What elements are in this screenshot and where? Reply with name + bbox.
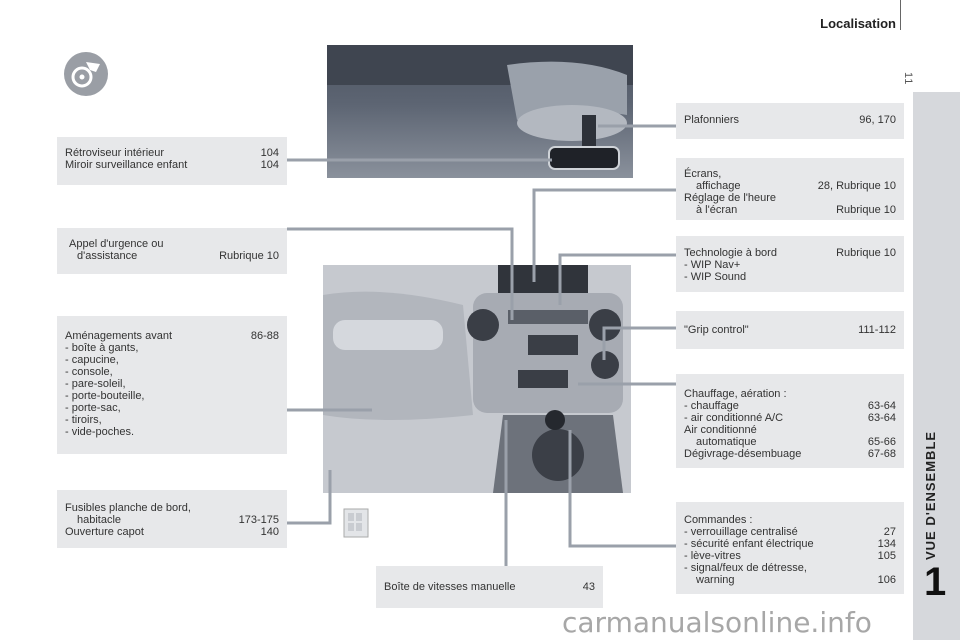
- front-fittings-page: 86-88: [250, 330, 279, 342]
- fuses-row: habitacle 173-175: [65, 514, 279, 526]
- emergency-page: Rubrique 10: [219, 250, 279, 262]
- ceiling-row: Plafonniers 96, 170: [684, 114, 896, 126]
- child-mirror-page: 104: [260, 159, 279, 171]
- list-item: - WIP Nav+: [684, 259, 741, 271]
- emergency-label: d'assistance: [77, 250, 138, 262]
- locking-page: 27: [883, 526, 896, 538]
- ac-page: 63-64: [867, 412, 896, 424]
- fuses-line: Fusibles planche de bord,: [65, 502, 191, 514]
- emergency-line: Appel d'urgence ou: [69, 238, 164, 250]
- locking-row: - verrouillage centralisé 27: [684, 526, 896, 538]
- ceiling-label: Plafonniers: [684, 114, 740, 126]
- heating-label: - chauffage: [684, 400, 739, 412]
- list-item: - vide-poches.: [65, 426, 135, 438]
- header-divider: [900, 0, 901, 30]
- controls-title: Commandes :: [684, 514, 753, 526]
- fuse-box-picture: [343, 508, 369, 538]
- onboard-tech-box: Technologie à bord Rubrique 10 - WIP Nav+…: [676, 236, 904, 292]
- front-fittings-title: Aménagements avant: [65, 330, 173, 342]
- child-lock-label: - sécurité enfant électrique: [684, 538, 814, 550]
- locking-label: - verrouillage centralisé: [684, 526, 798, 538]
- heating-row: - chauffage 63-64: [684, 400, 896, 412]
- list-item: - porte-bouteille,: [65, 390, 145, 402]
- child-mirror-row: Miroir surveillance enfant 104: [65, 159, 279, 171]
- gearbox-page: 43: [582, 581, 595, 593]
- windows-page: 105: [877, 550, 896, 562]
- mirror-label: Rétroviseur intérieur: [65, 147, 165, 159]
- fuses-label: habitacle: [77, 514, 122, 526]
- interior-mirror-photo: [327, 45, 633, 178]
- auto-ac-page: 65-66: [867, 436, 896, 448]
- front-fittings-title-row: Aménagements avant 86-88: [65, 330, 279, 342]
- grip-label: "Grip control": [684, 324, 749, 336]
- demist-label: Dégivrage-désembuage: [684, 448, 802, 460]
- display-page: 28, Rubrique 10: [817, 180, 896, 192]
- fuses-page: 173-175: [238, 514, 279, 526]
- gearbox-info-box: Boîte de vitesses manuelle 43: [376, 566, 603, 608]
- child-lock-row: - sécurité enfant électrique 134: [684, 538, 896, 550]
- hazard-row: warning 106: [684, 574, 896, 586]
- emergency-row: d'assistance Rubrique 10: [65, 250, 279, 262]
- heating-page: 63-64: [867, 400, 896, 412]
- bonnet-row: Ouverture capot 140: [65, 526, 279, 538]
- heating-title: Chauffage, aération :: [684, 388, 787, 400]
- list-item: - tiroirs,: [65, 414, 102, 426]
- chapter-side-tab: [913, 92, 960, 640]
- ac-row: - air conditionné A/C 63-64: [684, 412, 896, 424]
- tech-page: Rubrique 10: [836, 247, 896, 259]
- screens-line: Écrans,: [684, 168, 722, 180]
- hazard-line: - signal/feux de détresse,: [684, 562, 807, 574]
- fuses-info-box: Fusibles planche de bord, habitacle 173-1…: [57, 490, 287, 548]
- gearbox-row: Boîte de vitesses manuelle 43: [384, 581, 595, 593]
- grip-page: 111-112: [858, 324, 896, 336]
- heating-info-box: Chauffage, aération : - chauffage 63-64 -…: [676, 374, 904, 468]
- clock-line: Réglage de l'heure: [684, 192, 777, 204]
- auto-ac-label: automatique: [696, 436, 757, 448]
- demist-row: Dégivrage-désembuage 67-68: [684, 448, 896, 460]
- windows-row: - lève-vitres 105: [684, 550, 896, 562]
- auto-ac-row: automatique 65-66: [684, 436, 896, 448]
- hazard-page: 106: [877, 574, 896, 586]
- tech-title-row: Technologie à bord Rubrique 10: [684, 247, 896, 259]
- clock-label: à l'écran: [696, 204, 738, 216]
- emergency-info-box: Appel d'urgence ou d'assistance Rubrique …: [57, 228, 287, 274]
- list-item: - porte-sac,: [65, 402, 121, 414]
- display-row: affichage 28, Rubrique 10: [684, 180, 896, 192]
- list-item: - pare-soleil,: [65, 378, 126, 390]
- child-lock-page: 134: [877, 538, 896, 550]
- list-item: - console,: [65, 366, 113, 378]
- ac-label: - air conditionné A/C: [684, 412, 784, 424]
- ceiling-lights-box: Plafonniers 96, 170: [676, 103, 904, 139]
- grip-control-box: "Grip control" 111-112: [676, 311, 904, 349]
- clock-row: à l'écran Rubrique 10: [684, 204, 896, 216]
- chapter-number: 1: [924, 560, 947, 604]
- mirror-info-box: Rétroviseur intérieur 104 Miroir surveill…: [57, 137, 287, 185]
- tech-title: Technologie à bord: [684, 247, 777, 259]
- watermark-text: carmanualsonline.info: [562, 606, 872, 639]
- clock-page: Rubrique 10: [836, 204, 896, 216]
- gearbox-label: Boîte de vitesses manuelle: [384, 581, 516, 593]
- bonnet-page: 140: [260, 526, 279, 538]
- steering-location-icon: [64, 52, 108, 96]
- display-label: affichage: [696, 180, 741, 192]
- list-item: - capucine,: [65, 354, 119, 366]
- child-mirror-label: Miroir surveillance enfant: [65, 159, 188, 171]
- bonnet-label: Ouverture capot: [65, 526, 144, 538]
- page-title: Localisation: [820, 16, 896, 31]
- front-fittings-box: Aménagements avant 86-88 - boîte à gants,…: [57, 316, 287, 454]
- grip-row: "Grip control" 111-112: [684, 324, 896, 336]
- auto-ac-line: Air conditionné: [684, 424, 757, 436]
- list-item: - boîte à gants,: [65, 342, 139, 354]
- dashboard-photo: [323, 265, 631, 493]
- mirror-row: Rétroviseur intérieur 104: [65, 147, 279, 159]
- mirror-page: 104: [260, 147, 279, 159]
- hazard-label: warning: [696, 574, 735, 586]
- ceiling-page: 96, 170: [859, 114, 896, 126]
- demist-page: 67-68: [867, 448, 896, 460]
- list-item: - WIP Sound: [684, 271, 747, 283]
- screens-info-box: Écrans, affichage 28, Rubrique 10 Réglage…: [676, 158, 904, 220]
- windows-label: - lève-vitres: [684, 550, 741, 562]
